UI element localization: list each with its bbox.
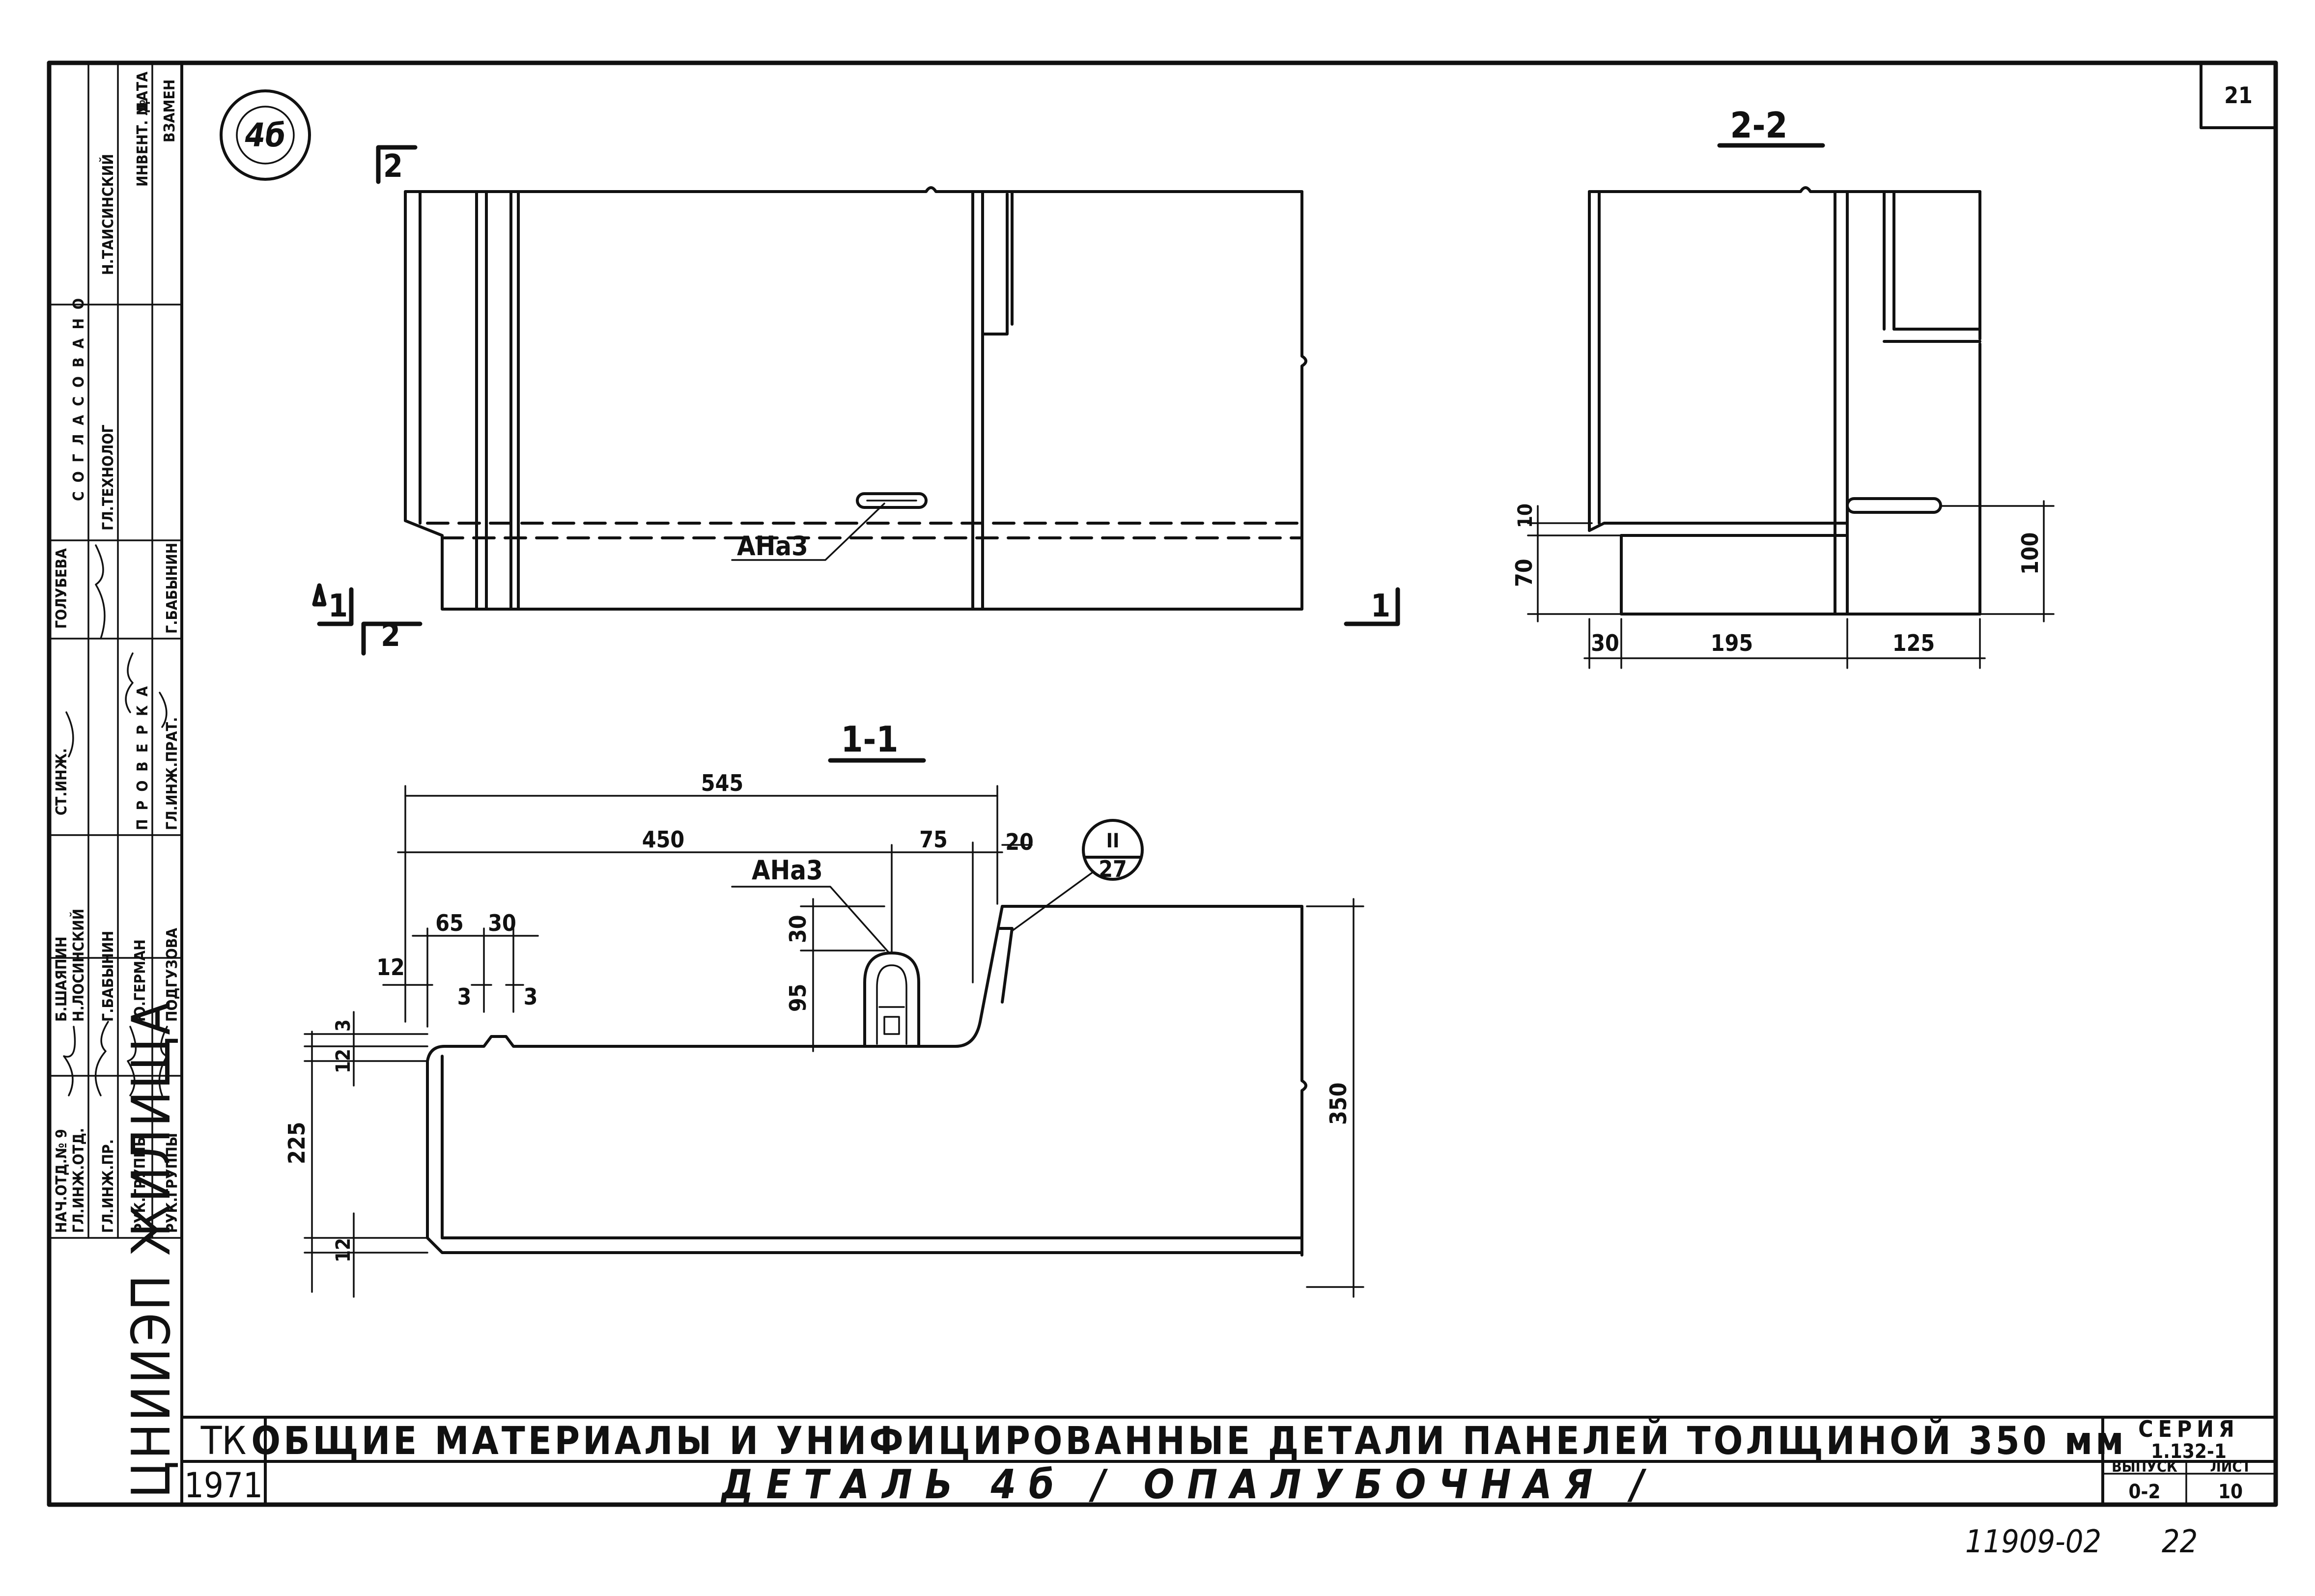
series-value: 1.132-1 xyxy=(2151,1440,2227,1463)
stamp-name-1: Б.ШАЯПИН xyxy=(53,936,70,1022)
sheet-frame xyxy=(47,60,2278,1507)
dim-2-2-10: 10 xyxy=(1514,504,1537,528)
issue-label: ВЫПУСК xyxy=(2112,1458,2177,1476)
anchor-callout-top: АНа3 xyxy=(737,531,808,561)
dim-1-1-65: 65 xyxy=(435,910,464,936)
detail-ref-top: II xyxy=(1106,830,1120,852)
detail-marker: 4б xyxy=(220,89,311,181)
section-1-1: 1-1 II 27 АНа3 545 450 75 20 xyxy=(283,719,1364,1298)
archive-suffix: 22 xyxy=(2162,1524,2198,1560)
dim-1-1-12-top: 12 xyxy=(376,954,405,980)
dim-1-1-350: 350 xyxy=(1325,1083,1352,1125)
stamp-inv: ИНВЕНТ. № xyxy=(134,100,151,187)
anchor-callout-section: АНа3 xyxy=(752,855,823,886)
title-year: 1971 xyxy=(184,1465,263,1506)
section-mark-2-bottom: 2 xyxy=(381,617,400,654)
signature-mark xyxy=(63,544,168,1096)
section-2-2-title: 2-2 xyxy=(1730,105,1787,146)
dim-1-1-450: 450 xyxy=(642,826,684,853)
detail-ref-bottom: 27 xyxy=(1099,856,1127,882)
dim-1-1-225: 225 xyxy=(283,1122,310,1164)
section-mark-2-top: 2 xyxy=(383,148,403,185)
dim-2-2-100: 100 xyxy=(2017,532,2043,575)
dim-1-1-12-bottom: 12 xyxy=(332,1238,355,1262)
stamp-name-5: ПОДГУЗОВА xyxy=(164,928,181,1022)
org-name: ЦНИИЭП ЖИЛИЩА xyxy=(121,1000,182,1498)
elevation-view: АНа3 2 2 1 1 xyxy=(312,145,1400,656)
series-label: СЕРИЯ xyxy=(2138,1416,2239,1442)
title-block: ТК 1971 ОБЩИЕ МАТЕРИАЛЫ И УНИФИЦИРОВАННЫ… xyxy=(180,1416,2277,1508)
stamp-name-2: Н.ЛОСИНСКИЙ xyxy=(70,909,87,1022)
dim-1-1-12-mid: 12 xyxy=(332,1049,355,1073)
stamp-name-3: Г.БАБЫНИН xyxy=(100,931,117,1022)
sheet-value: 10 xyxy=(2218,1481,2243,1503)
section-2-2: 2-2 10 70 30 195 125 100 xyxy=(1511,105,2055,669)
stamp-name2-1: ГОЛУБЕВА xyxy=(53,548,70,629)
dim-1-1-3-c: 3 xyxy=(332,1019,355,1032)
stamp-role-1: НАЧ.ОТД.№ 9 xyxy=(53,1129,70,1233)
page-number-box: 21 xyxy=(2200,61,2277,129)
section-1-1-title: 1-1 xyxy=(841,719,898,760)
stamp-role2-1: СТ.ИНЖ. xyxy=(53,748,70,815)
section-mark-1-left: 1 xyxy=(328,588,348,624)
dim-1-1-95: 95 xyxy=(785,983,811,1012)
stamp-role2-3: Н.ТАИСИНСКИЙ xyxy=(99,154,117,275)
title-line-1: ОБЩИЕ МАТЕРИАЛЫ И УНИФИЦИРОВАННЫЕ ДЕТАЛИ… xyxy=(251,1418,2126,1463)
detail-label: 4б xyxy=(245,116,286,154)
sheet-label: ЛИСТ xyxy=(2210,1458,2251,1476)
stamp-role-2: ГЛ.ИНЖ.ОТД. xyxy=(70,1128,87,1233)
page-number: 21 xyxy=(2224,82,2253,109)
stamp-name-4: Ю.ГЕРМАН xyxy=(132,939,149,1022)
dim-1-1-75: 75 xyxy=(919,826,948,853)
stamp-vzamen: ВЗАМЕН xyxy=(161,79,178,142)
archive-number: 11909-02 xyxy=(1965,1524,2101,1560)
stamp-role-5: РУК.ГРУППЫ xyxy=(164,1133,181,1233)
dim-2-2-125: 125 xyxy=(1892,630,1935,656)
dim-2-2-30: 30 xyxy=(1591,630,1619,656)
dim-1-1-3-b: 3 xyxy=(524,983,538,1010)
left-stamp-strip: ИНВЕНТ. № ДАТА ВЗАМЕН СОГЛАСОВАНО ПРОВЕР… xyxy=(48,62,183,1498)
stamp-role2-2: ГЛ.ТЕХНОЛОГ xyxy=(100,424,117,531)
stamp-role2-5: Г.БАБЫНИН xyxy=(164,543,181,634)
stamp-proverka: ПРОВЕРКА xyxy=(134,677,151,830)
dim-2-2-195: 195 xyxy=(1711,630,1753,656)
dim-1-1-30-top: 30 xyxy=(488,910,516,936)
dim-1-1-3-a: 3 xyxy=(457,983,472,1010)
stamp-date: ДАТА xyxy=(134,72,151,113)
stamp-soglasovano: СОГЛАСОВАНО xyxy=(70,289,87,501)
title-line-2: ДЕТАЛЬ 4б / ОПАЛУБОЧНАЯ / xyxy=(720,1461,1657,1508)
title-code: ТК xyxy=(200,1419,247,1463)
dim-1-1-20: 20 xyxy=(1005,829,1034,855)
stamp-role2-4: ГЛ.ИНЖ.ПРАТ. xyxy=(164,717,181,830)
dim-1-1-30-vert: 30 xyxy=(785,915,811,943)
stamp-role-4: РУК.ГРУППЫ xyxy=(132,1133,149,1233)
dim-2-2-70: 70 xyxy=(1511,559,1537,587)
stamp-role-3: ГЛ.ИНЖ.ПР. xyxy=(100,1139,117,1233)
dim-1-1-545: 545 xyxy=(701,770,743,796)
section-mark-1-right: 1 xyxy=(1371,588,1390,624)
issue-value: 0-2 xyxy=(2128,1481,2160,1503)
